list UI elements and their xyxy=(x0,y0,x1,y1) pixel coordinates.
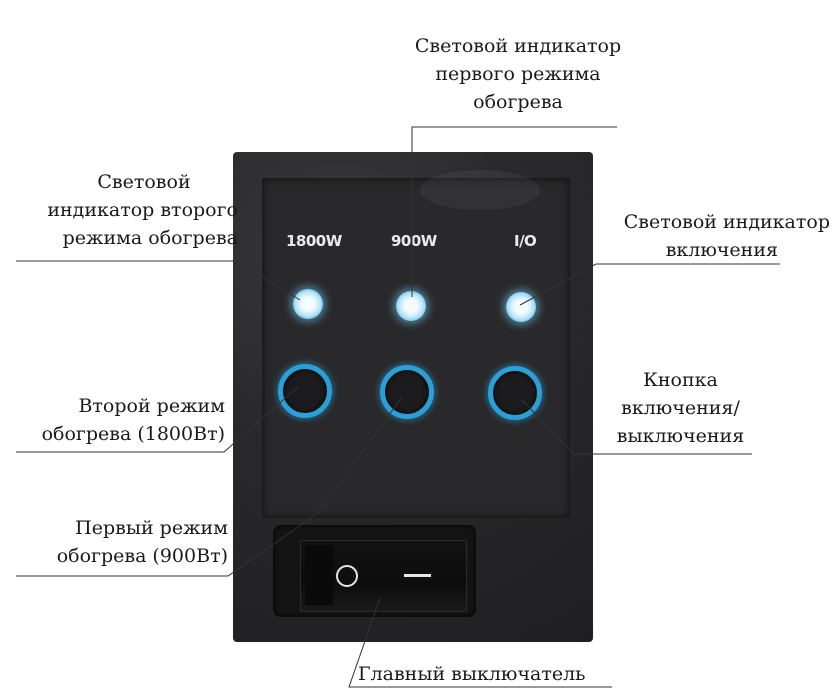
line-button-mode1 xyxy=(16,396,403,577)
off-symbol-icon xyxy=(336,565,358,587)
line-indicator-power xyxy=(519,263,780,306)
label-900w: 900W xyxy=(391,232,437,250)
line-button-mode2 xyxy=(16,386,299,453)
led-mode2-indicator xyxy=(293,289,323,319)
line-button-power xyxy=(521,399,752,455)
on-symbol-icon xyxy=(404,574,431,577)
surface-scuff xyxy=(420,170,540,210)
callout-button-mode2: Второй режим обогрева (1800Вт) xyxy=(20,392,225,448)
led-power-indicator xyxy=(506,292,536,322)
callout-text: Второй режим xyxy=(78,395,225,417)
callout-indicator-power: Световой индикатор включения xyxy=(590,208,830,264)
callout-text: выключения xyxy=(616,425,745,447)
callout-indicator-mode2: Световой индикатор второго режима обогре… xyxy=(20,168,238,252)
line-main-switch xyxy=(348,597,612,688)
callout-text: Световой индикатор xyxy=(414,35,622,57)
main-switch-rocker-shadow xyxy=(305,545,333,605)
callout-text: Первый режим xyxy=(75,517,228,539)
callout-text: обогрева (900Вт) xyxy=(56,545,228,567)
callout-indicator-mode1: Световой индикатор первого режима обогре… xyxy=(398,32,638,116)
callout-text: включения/ xyxy=(621,397,740,419)
callout-text: обогрева xyxy=(473,91,563,113)
callout-text: Световой индикатор xyxy=(623,211,830,233)
callout-text: индикатор второго xyxy=(47,199,238,221)
led-mode1-indicator xyxy=(396,291,426,321)
line-indicator-mode1 xyxy=(411,126,617,297)
callout-button-mode1: Первый режим обогрева (900Вт) xyxy=(20,514,228,570)
callout-text: первого режима xyxy=(435,63,601,85)
line-indicator-mode2 xyxy=(16,260,301,301)
indicator-button-area xyxy=(262,178,570,518)
button-mode2[interactable] xyxy=(278,364,332,418)
callout-text: режима обогрева xyxy=(62,227,238,249)
callout-text: Кнопка xyxy=(643,369,718,391)
label-power: I/O xyxy=(514,232,537,250)
callout-main-switch: Главный выключатель xyxy=(358,663,586,685)
callout-text: обогрева (1800Вт) xyxy=(41,423,225,445)
button-mode1[interactable] xyxy=(380,365,434,419)
callout-text: включения xyxy=(665,239,778,261)
label-1800w: 1800W xyxy=(286,232,342,250)
callout-text: Световой xyxy=(97,171,191,193)
callout-button-power: Кнопка включения/ выключения xyxy=(598,366,763,450)
